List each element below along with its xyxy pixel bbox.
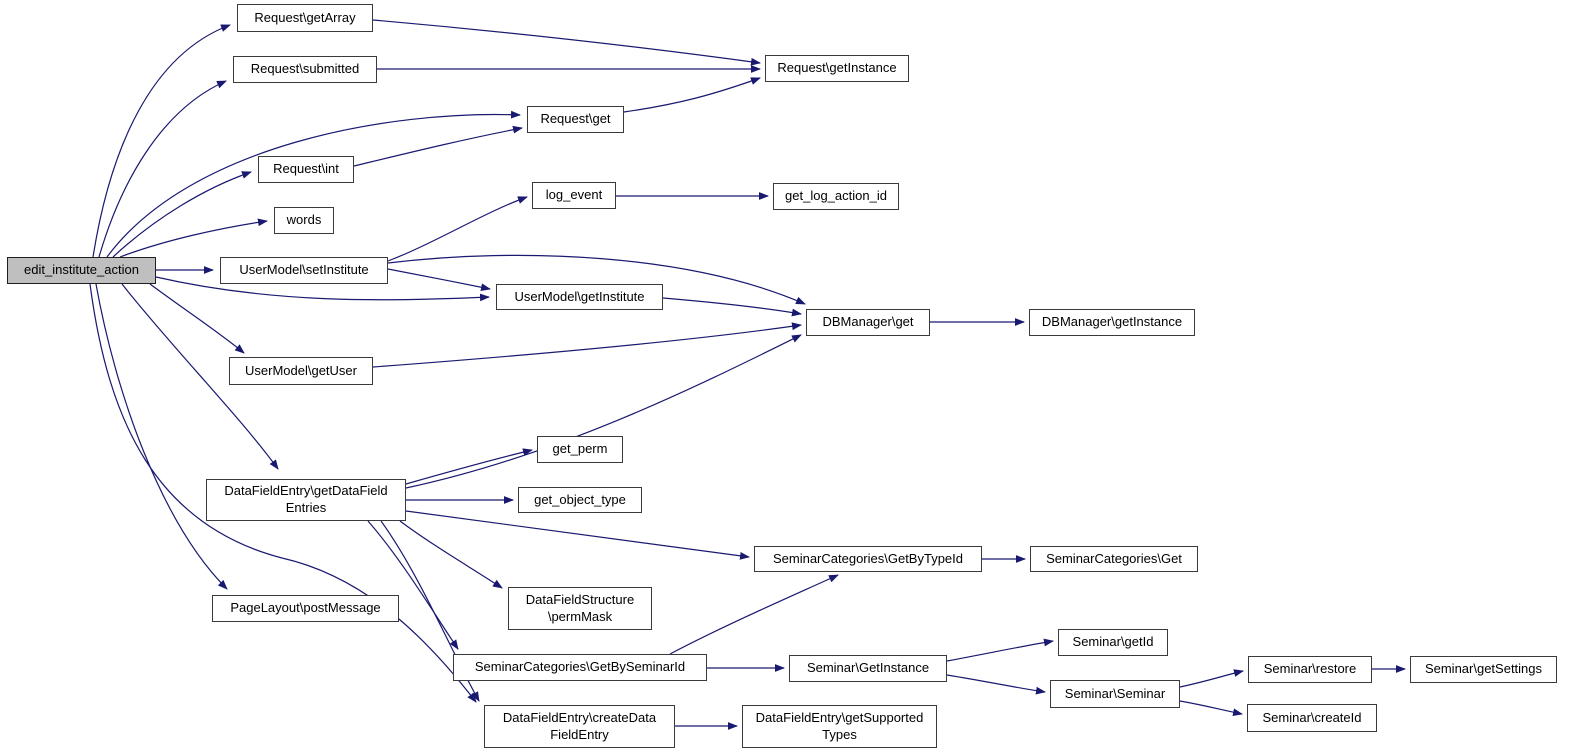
- node-label: Seminar\restore: [1263, 661, 1357, 677]
- edge-get-to-getinstance: [623, 77, 761, 113]
- node-label: DataFieldEntry\getSupported: [755, 709, 924, 725]
- edge-edit-to-get: [106, 110, 521, 258]
- node-label: PageLayout\postMessage: [230, 600, 381, 616]
- node-get-log-action-id[interactable]: get_log_action_id: [773, 183, 899, 210]
- edge-setinstitute-to-dbget: [387, 254, 806, 305]
- edge-edit-to-getinstitute: [155, 276, 490, 302]
- node-usermodel-getinstitute[interactable]: UserModel\getInstitute: [496, 284, 663, 310]
- node-request-int[interactable]: Request\int: [258, 156, 354, 183]
- node-label: UserModel\setInstitute: [239, 262, 369, 278]
- node-label: SeminarCategories\GetBySeminarId: [474, 659, 686, 675]
- edge-setinstitute-to-getinstitute: [387, 268, 491, 292]
- edge-getdfe-to-permmask: [399, 520, 503, 589]
- node-label: UserModel\getUser: [245, 362, 357, 378]
- node-label: Request\get: [540, 111, 611, 127]
- edge-getbyseminarid-to-getbytypeid: [669, 574, 839, 655]
- node-pagelayout-postmessage[interactable]: PageLayout\postMessage: [212, 595, 399, 622]
- node-seminarcategories-getbytypeid[interactable]: SeminarCategories\GetByTypeId: [754, 546, 982, 572]
- edge-getinstitute-to-dbget: [662, 297, 802, 317]
- node-label: DBManager\getInstance: [1041, 314, 1183, 330]
- node-label: DataFieldEntry\getDataField: [224, 483, 388, 499]
- node-log-event[interactable]: log_event: [532, 182, 616, 209]
- node-label: SeminarCategories\GetByTypeId: [772, 550, 964, 566]
- edge-getarray-to-getinstance: [372, 19, 761, 66]
- node-label: Request\getArray: [254, 9, 356, 25]
- node-request-getinstance[interactable]: Request\getInstance: [765, 55, 909, 82]
- node-label: Request\submitted: [250, 61, 360, 77]
- edge-semgetinstance-to-seminar: [946, 674, 1046, 695]
- node-seminar-getinstance[interactable]: Seminar\GetInstance: [789, 655, 947, 682]
- node-words[interactable]: words: [274, 207, 334, 234]
- node-label: Types: [822, 726, 857, 742]
- node-dbmanager-getinstance[interactable]: DBManager\getInstance: [1029, 309, 1195, 336]
- node-seminar-getid[interactable]: Seminar\getId: [1058, 629, 1168, 656]
- node-edit-institute-action: edit_institute_action: [7, 257, 156, 284]
- edge-edit-to-getarray: [92, 24, 231, 258]
- edge-int-to-get: [353, 125, 523, 167]
- node-label: get_perm: [552, 441, 608, 457]
- node-request-getarray[interactable]: Request\getArray: [237, 4, 373, 32]
- edge-getdfe-to-getperm: [405, 448, 533, 485]
- edge-getdfe-to-getbyseminarid: [367, 520, 459, 650]
- node-usermodel-getuser[interactable]: UserModel\getUser: [229, 357, 373, 385]
- node-request-get[interactable]: Request\get: [527, 106, 624, 133]
- edge-semgetinstance-to-getid: [946, 638, 1054, 662]
- node-label: Seminar\getSettings: [1424, 661, 1543, 677]
- node-label: DataFieldStructure: [525, 591, 635, 607]
- node-request-submitted[interactable]: Request\submitted: [233, 56, 377, 83]
- node-dbmanager-get[interactable]: DBManager\get: [806, 309, 930, 336]
- node-label: get_log_action_id: [785, 188, 887, 204]
- edge-getdfe-to-dbget: [405, 334, 802, 489]
- node-seminarcategories-getbyseminarid[interactable]: SeminarCategories\GetBySeminarId: [453, 654, 707, 681]
- node-label: Seminar\getId: [1072, 634, 1154, 650]
- node-label: get_object_type: [534, 491, 626, 507]
- node-label: Entries: [285, 500, 327, 515]
- node-label: DBManager\get: [822, 314, 914, 330]
- node-seminar-getsettings[interactable]: Seminar\getSettings: [1410, 656, 1557, 683]
- node-label: Seminar\GetInstance: [806, 660, 930, 676]
- node-label: words: [286, 212, 322, 228]
- node-usermodel-setinstitute[interactable]: UserModel\setInstitute: [220, 257, 388, 284]
- node-seminar-restore[interactable]: Seminar\restore: [1248, 656, 1372, 683]
- node-label: SeminarCategories\Get: [1046, 550, 1182, 566]
- edge-edit-to-getdatafieldentries: [121, 283, 279, 470]
- edge-seminar-to-restore: [1179, 669, 1244, 688]
- node-label: \permMask: [547, 608, 613, 624]
- node-get-perm[interactable]: get_perm: [537, 436, 623, 463]
- edge-getuser-to-dbget: [372, 322, 802, 368]
- edge-seminar-to-createid: [1179, 700, 1243, 717]
- node-label: UserModel\getInstitute: [514, 288, 645, 304]
- node-label: log_event: [545, 187, 603, 203]
- edge-edit-to-postmessage: [95, 283, 228, 590]
- node-get-object-type[interactable]: get_object_type: [518, 487, 642, 513]
- edge-getdfe-to-getbytypeid: [405, 510, 750, 560]
- node-seminarcategories-get[interactable]: SeminarCategories\Get: [1030, 546, 1198, 572]
- node-label: FieldEntry: [550, 726, 609, 742]
- node-seminar-seminar[interactable]: Seminar\Seminar: [1050, 680, 1180, 708]
- node-label: Seminar\Seminar: [1064, 685, 1166, 701]
- node-datafieldstructure-permmask[interactable]: DataFieldStructure\permMask: [508, 587, 652, 630]
- node-label: Request\getInstance: [777, 60, 897, 76]
- node-label: Request\int: [273, 161, 339, 177]
- edge-edit-to-words: [119, 218, 268, 258]
- edge-edit-to-createdatafieldentry: [89, 283, 477, 703]
- edge-setinstitute-to-logevent: [387, 196, 528, 262]
- node-seminar-createid[interactable]: Seminar\createId: [1247, 704, 1377, 732]
- node-label: DataFieldEntry\createData: [502, 709, 657, 725]
- node-label: Seminar\createId: [1262, 709, 1362, 725]
- edge-edit-to-getuser: [149, 283, 245, 354]
- edge-edit-to-submitted: [98, 80, 227, 258]
- node-label: edit_institute_action: [24, 262, 139, 278]
- edge-edit-to-int: [112, 171, 252, 258]
- edge-getdfe-to-createdfe: [380, 520, 480, 702]
